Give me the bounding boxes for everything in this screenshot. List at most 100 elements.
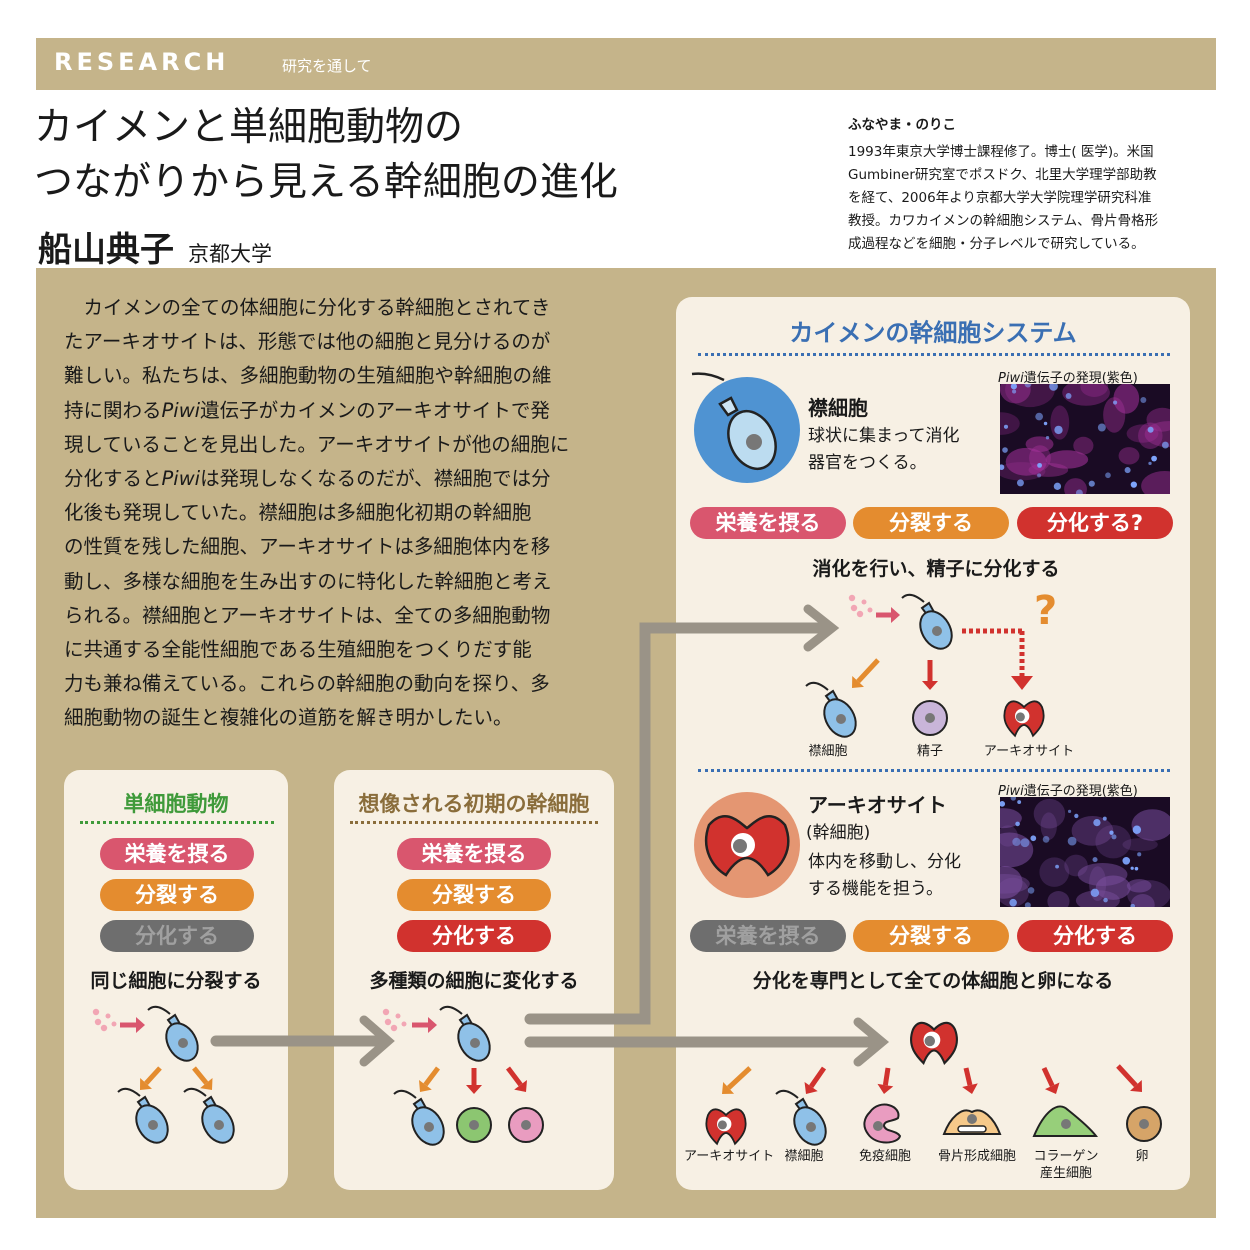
photo-nucleus	[1037, 462, 1042, 468]
photo-stain	[1141, 470, 1170, 494]
photo-nucleus	[1012, 837, 1021, 847]
photo-nucleus	[1088, 480, 1095, 487]
photo-stain	[1039, 857, 1070, 887]
photo-nucleus	[1054, 425, 1063, 435]
photo-nucleus	[1017, 800, 1022, 804]
archaeocyte-name: アーキオサイト	[808, 793, 947, 817]
photo-nucleus	[1012, 389, 1017, 394]
photo-nucleus	[1074, 813, 1079, 819]
photo-nucleus	[1075, 489, 1083, 494]
label-egg: 卵	[1135, 1149, 1149, 1164]
label-collagen-cell: コラーゲン 産生細胞	[1033, 1149, 1099, 1181]
card-early-stem-title: 想像される初期の幹細胞	[358, 792, 590, 816]
photo-stain	[1080, 384, 1109, 397]
section-banner: RESEARCH 研究を通して	[36, 38, 1216, 90]
photo-stain	[1000, 412, 1020, 435]
photo-stain	[1146, 407, 1170, 432]
photo-nucleus	[1161, 441, 1169, 449]
pill-differentiate-question: 分化する?	[1017, 507, 1173, 539]
photo-nucleus	[1112, 400, 1118, 405]
photo-nucleus	[1103, 897, 1108, 903]
photo-nucleus	[1015, 821, 1020, 827]
divider	[698, 769, 1170, 772]
photo-stain	[1130, 894, 1155, 907]
photo-nucleus	[1132, 825, 1142, 834]
photo-nucleus	[1097, 423, 1106, 432]
photo-stain	[1050, 405, 1070, 440]
bio-name: ふなやま・のりこ	[848, 117, 956, 133]
photo-nucleus	[1010, 384, 1018, 390]
photo-nucleus	[1002, 447, 1008, 453]
photo-nucleus	[1093, 818, 1101, 827]
photo-nucleus	[1137, 852, 1142, 857]
photo-nucleus	[1140, 397, 1147, 403]
title-line-2: つながりから見える幹細胞の進化	[34, 160, 618, 205]
card-early-stem: 想像される初期の幹細胞 栄養を摂る 分裂する 分化する 多種類の細胞に変化する	[334, 770, 614, 1190]
photo-stain	[1127, 880, 1170, 907]
label-archaeocyte: アーキオサイト	[684, 1149, 775, 1164]
pill-feed: 栄養を摂る	[397, 838, 551, 870]
photo-stain	[1000, 384, 1031, 404]
photo-stain	[1126, 879, 1152, 893]
label-archaeocyte: アーキオサイト	[983, 744, 1075, 759]
section-label-jp: 研究を通して	[282, 57, 372, 75]
photo-nucleus	[1053, 482, 1062, 490]
photo-nucleus	[1105, 472, 1111, 479]
photo-nucleus	[1130, 481, 1137, 488]
photo-nucleus	[1122, 856, 1131, 865]
photo-nucleus	[1134, 866, 1139, 871]
photo-stain	[1131, 809, 1170, 841]
pill-differentiate: 分化する	[1017, 920, 1173, 952]
photo-nucleus	[1065, 393, 1072, 399]
pill-feed: 栄養を摂る	[100, 838, 254, 870]
photo-nucleus	[1090, 888, 1100, 898]
photo-nucleus	[1030, 835, 1037, 842]
divider	[350, 821, 598, 824]
pill-divide: 分裂する	[853, 920, 1009, 952]
photo-nucleus	[1109, 830, 1114, 835]
piwi-photo-archaeocyte	[1000, 797, 1170, 907]
choanocyte-caption: 消化を行い、精子に分化する	[812, 558, 1060, 580]
photo-stain	[1025, 436, 1054, 453]
photo-nucleus	[1003, 424, 1009, 429]
photo-nucleus	[1055, 864, 1059, 869]
photo-nucleus	[1148, 461, 1152, 466]
photo-nucleus	[1000, 800, 1006, 807]
photo-nucleus	[1045, 436, 1050, 440]
archaeocyte-sub: (幹細胞)	[806, 823, 871, 843]
divider	[698, 353, 1170, 356]
photo-nucleus	[1024, 384, 1032, 388]
pill-differentiate-inactive: 分化する	[100, 920, 254, 952]
photo-nucleus	[1151, 455, 1157, 462]
label-choanocyte: 襟細胞	[808, 744, 848, 759]
photo-stain	[1047, 891, 1070, 907]
question-mark: ?	[1034, 588, 1058, 634]
pill-feed: 栄養を摂る	[690, 507, 846, 539]
label-sperm: 精子	[916, 744, 943, 759]
photo-nucleus	[1147, 426, 1154, 433]
photo-stain	[1000, 874, 1030, 894]
unicellular-caption: 同じ細胞に分裂する	[90, 970, 262, 992]
photo-stain	[1073, 436, 1094, 455]
label-sclerocyte: 骨片形成細胞	[937, 1149, 1016, 1164]
section-label-en: RESEARCH	[54, 48, 230, 76]
photo-nucleus	[1037, 473, 1042, 478]
card-unicellular: 単細胞動物 栄養を摂る 分裂する 分化する 同じ細胞に分裂する	[64, 770, 288, 1190]
photo-nucleus	[1130, 866, 1134, 870]
choanocyte-name: 襟細胞	[808, 396, 868, 420]
photo-stain	[1075, 890, 1120, 907]
photo-nucleus	[1027, 887, 1035, 894]
photo-nucleus	[1130, 903, 1136, 907]
pill-feed-inactive: 栄養を摂る	[690, 920, 846, 952]
pill-differentiate: 分化する	[397, 920, 551, 952]
choanocyte-desc: 球状に集まって消化 器官をつくる。	[808, 426, 960, 473]
card-unicellular-title: 単細胞動物	[123, 792, 229, 816]
photo-stain	[1005, 384, 1055, 408]
label-choanocyte: 襟細胞	[784, 1149, 824, 1164]
photo-stain	[1000, 877, 1029, 907]
photo-stain	[1000, 865, 1023, 899]
photo-nucleus	[1102, 816, 1107, 821]
label-immune-cell: 免疫細胞	[858, 1149, 911, 1164]
photo-stain	[1077, 862, 1128, 886]
photo-stain	[1040, 812, 1057, 840]
